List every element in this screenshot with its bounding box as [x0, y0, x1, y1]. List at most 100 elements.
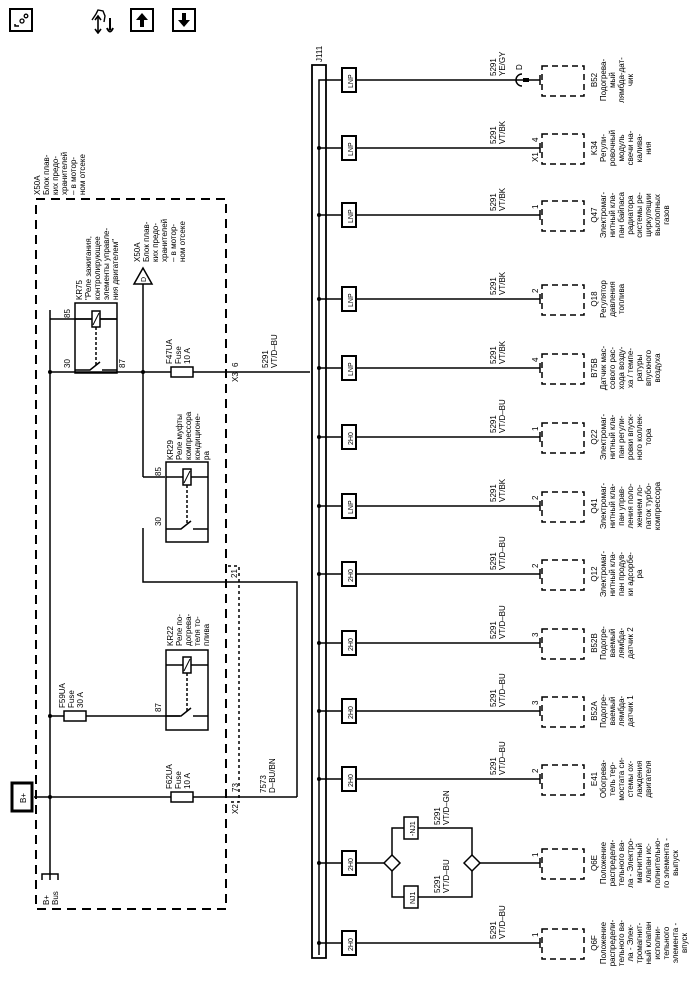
label-line: VT/BK	[498, 478, 507, 502]
label-line: J111	[315, 45, 324, 62]
label-line: паток турбо-	[644, 483, 653, 529]
inline-connector-icon	[515, 73, 523, 87]
label-line: мый	[608, 72, 617, 88]
label-line: Датчик мас-	[599, 346, 608, 391]
label-line: 2	[531, 768, 540, 773]
label-line: 5291	[489, 757, 498, 775]
label-line: 4	[531, 137, 540, 142]
bus-label: B+Bus	[42, 891, 60, 905]
label-line: системы ре-	[635, 192, 644, 238]
label-line: ровочный	[608, 130, 617, 166]
label-line: LNP	[348, 209, 355, 223]
pin-label: 4	[531, 357, 540, 362]
label-line: ра	[202, 451, 211, 460]
label-line: LNP	[348, 142, 355, 156]
splice-label: J111	[315, 45, 324, 62]
label-line: Q41	[590, 498, 599, 514]
relay-kr75	[74, 302, 118, 374]
label-line: X1	[531, 152, 540, 162]
label-line: хранителей	[60, 152, 69, 195]
label-line: 73	[231, 783, 240, 792]
label-line: 30 A	[76, 691, 85, 708]
label-line: нитный кла-	[608, 414, 617, 459]
label-line: 2H0	[348, 432, 355, 445]
splice-type-label: LNP	[348, 142, 355, 156]
component-box	[541, 422, 585, 454]
label-line: Fuse	[67, 690, 76, 708]
label-line: Блок плав-	[42, 154, 51, 195]
connector-label: X3	[231, 372, 240, 382]
label-line: компрессора	[184, 411, 193, 460]
pin-label: 1	[531, 852, 540, 857]
label-line: X50A	[33, 175, 42, 195]
label-line: хода возду-	[617, 346, 626, 389]
connector-label: X1	[531, 152, 540, 162]
relay-box	[165, 649, 209, 731]
page-down-button[interactable]	[172, 8, 196, 32]
component-box	[541, 491, 585, 523]
connector-view-button[interactable]	[88, 8, 124, 35]
junction-dot	[141, 370, 145, 374]
pin-label: 2	[531, 768, 540, 773]
label-line: VT/D–BU	[442, 859, 451, 893]
label-line: D	[515, 64, 524, 70]
option-tag: -NJ1	[410, 821, 417, 836]
label-line: калива-	[635, 133, 644, 162]
label-line: D	[141, 277, 148, 282]
label-line: LNP	[348, 74, 355, 88]
label-line: ваемый	[608, 629, 617, 658]
label-line: топлива	[617, 283, 626, 314]
arrow-down-icon	[178, 13, 190, 27]
label-line: 1	[531, 852, 540, 857]
label-line: 87	[154, 703, 163, 712]
label-line: магнитный	[635, 843, 644, 883]
label-line: ном отсеке	[178, 221, 187, 262]
location-button[interactable]	[9, 8, 33, 32]
label-line: F62UA	[165, 763, 174, 789]
label-line: Q47	[590, 207, 599, 223]
label-line: X50A	[133, 242, 142, 262]
label-line: ла - Элек-	[626, 924, 635, 961]
label-line: X2	[231, 804, 240, 814]
label-line: Fuse	[174, 346, 183, 364]
splice-type-label: 2H0	[348, 858, 355, 871]
page-up-button[interactable]	[130, 8, 154, 32]
inline-connector-label: D	[515, 64, 524, 70]
label-line: B52	[590, 72, 599, 87]
label-line: го элемента -	[662, 838, 671, 888]
component-box	[541, 628, 585, 660]
label-line: воздуха	[653, 353, 662, 383]
label-line: 7573	[259, 775, 268, 793]
label-line: F47UA	[165, 338, 174, 364]
label-line: 2H0	[348, 774, 355, 787]
label-line: LNP	[348, 362, 355, 376]
label-line: – в мотор-	[69, 157, 78, 195]
label-line: ла - Электро-	[626, 838, 635, 888]
label-line: полнительно-	[653, 838, 662, 889]
label-line: 5291	[489, 689, 498, 707]
label-line: Электромаг-	[599, 192, 608, 239]
label-line: ного коллек-	[635, 414, 644, 460]
label-line: KR75	[75, 279, 84, 300]
pin-label: 3	[531, 700, 540, 705]
label-line: 3	[531, 700, 540, 705]
label-line: пан продув-	[617, 552, 626, 596]
label-line: 3	[531, 632, 540, 637]
label-line: нитный кла-	[608, 483, 617, 528]
label-line: Регулятор	[599, 280, 608, 318]
label-line: ратуры	[635, 354, 644, 381]
label-line: D–BU/BN	[268, 758, 277, 793]
pin-label: 21	[230, 569, 239, 578]
